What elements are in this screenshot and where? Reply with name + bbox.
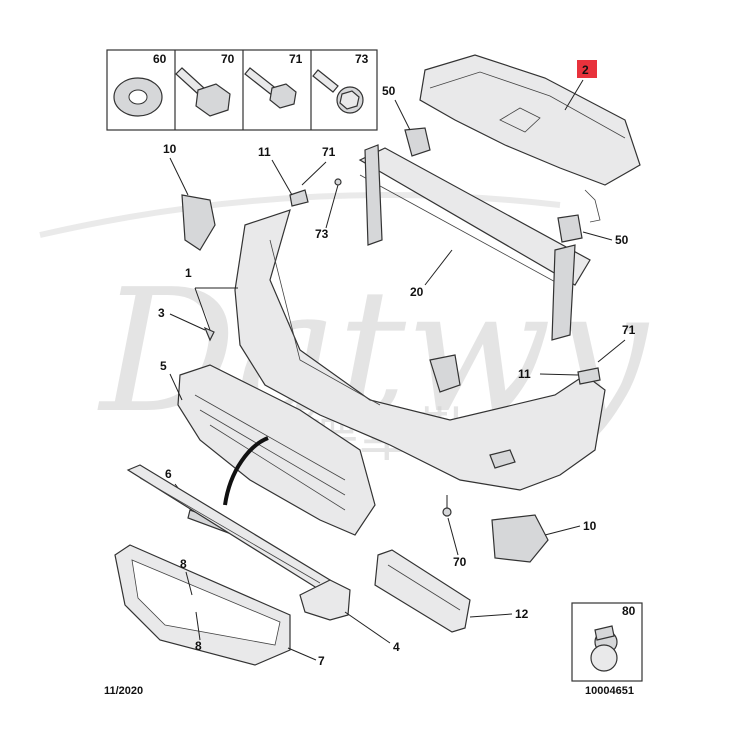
callout-50-right: 50 bbox=[615, 233, 629, 247]
callout-20: 20 bbox=[410, 285, 424, 299]
callout-2-highlight: 2 bbox=[564, 60, 597, 111]
bracket-10-top: 10 bbox=[163, 142, 216, 251]
bracket-10-right: 10 bbox=[491, 514, 597, 563]
callout-11-top: 11 bbox=[258, 145, 271, 159]
bracket-50-right: 50 bbox=[557, 214, 629, 247]
bumper-shell-part-1: 1 3 bbox=[158, 209, 606, 491]
diagram-reference: 10004651 bbox=[585, 685, 634, 697]
screw-71-icon bbox=[244, 67, 297, 109]
plate-holder-part-12: 12 bbox=[374, 549, 529, 633]
clip-80-box: 80 bbox=[571, 602, 643, 682]
washer-icon bbox=[113, 77, 163, 117]
callout-71-right: 71 bbox=[622, 323, 636, 337]
callout-12: 12 bbox=[515, 607, 529, 621]
callout-8-a: 8 bbox=[180, 557, 187, 571]
callout-10-top: 10 bbox=[163, 142, 177, 156]
callout-7: 7 bbox=[318, 654, 325, 668]
impact-beam-part-20: 20 bbox=[358, 144, 591, 341]
callout-11-right: 11 bbox=[518, 367, 531, 381]
diagram-date: 11/2020 bbox=[104, 685, 143, 697]
callout-71-box: 71 bbox=[289, 52, 303, 66]
callout-8-b: 8 bbox=[195, 639, 202, 653]
callout-70-box: 70 bbox=[221, 52, 235, 66]
callout-3: 3 bbox=[158, 306, 165, 320]
callout-60: 60 bbox=[153, 52, 167, 66]
callout-10-right: 10 bbox=[583, 519, 597, 533]
bracket-50-top: 50 bbox=[382, 84, 431, 157]
upper-cover-part-2 bbox=[419, 54, 641, 223]
push-clip-icon bbox=[590, 625, 618, 672]
callout-71-top: 71 bbox=[322, 145, 336, 159]
clip-11-71-right: 11 71 bbox=[518, 323, 636, 385]
bolt-70-icon bbox=[175, 67, 231, 117]
clip-70-bottom: 70 bbox=[442, 495, 467, 569]
callout-2: 2 bbox=[582, 63, 589, 77]
callout-80: 80 bbox=[622, 604, 636, 618]
callout-4: 4 bbox=[393, 640, 400, 654]
screw-73-icon bbox=[312, 69, 364, 114]
lower-surround-part-7: 7 8 8 bbox=[114, 544, 325, 668]
fastener-legend: 60 70 71 73 bbox=[106, 49, 378, 131]
callout-73-mid: 73 bbox=[315, 227, 329, 241]
callout-50-top: 50 bbox=[382, 84, 396, 98]
grille-part-5: 5 bbox=[160, 359, 376, 536]
callout-6: 6 bbox=[165, 467, 172, 481]
callout-73-box: 73 bbox=[355, 52, 369, 66]
clip-11-71-top: 11 71 73 bbox=[258, 145, 342, 241]
callout-1: 1 bbox=[185, 266, 192, 280]
callout-5: 5 bbox=[160, 359, 167, 373]
callout-70-bottom: 70 bbox=[453, 555, 467, 569]
fog-bezel-part-4: 4 bbox=[299, 579, 400, 654]
